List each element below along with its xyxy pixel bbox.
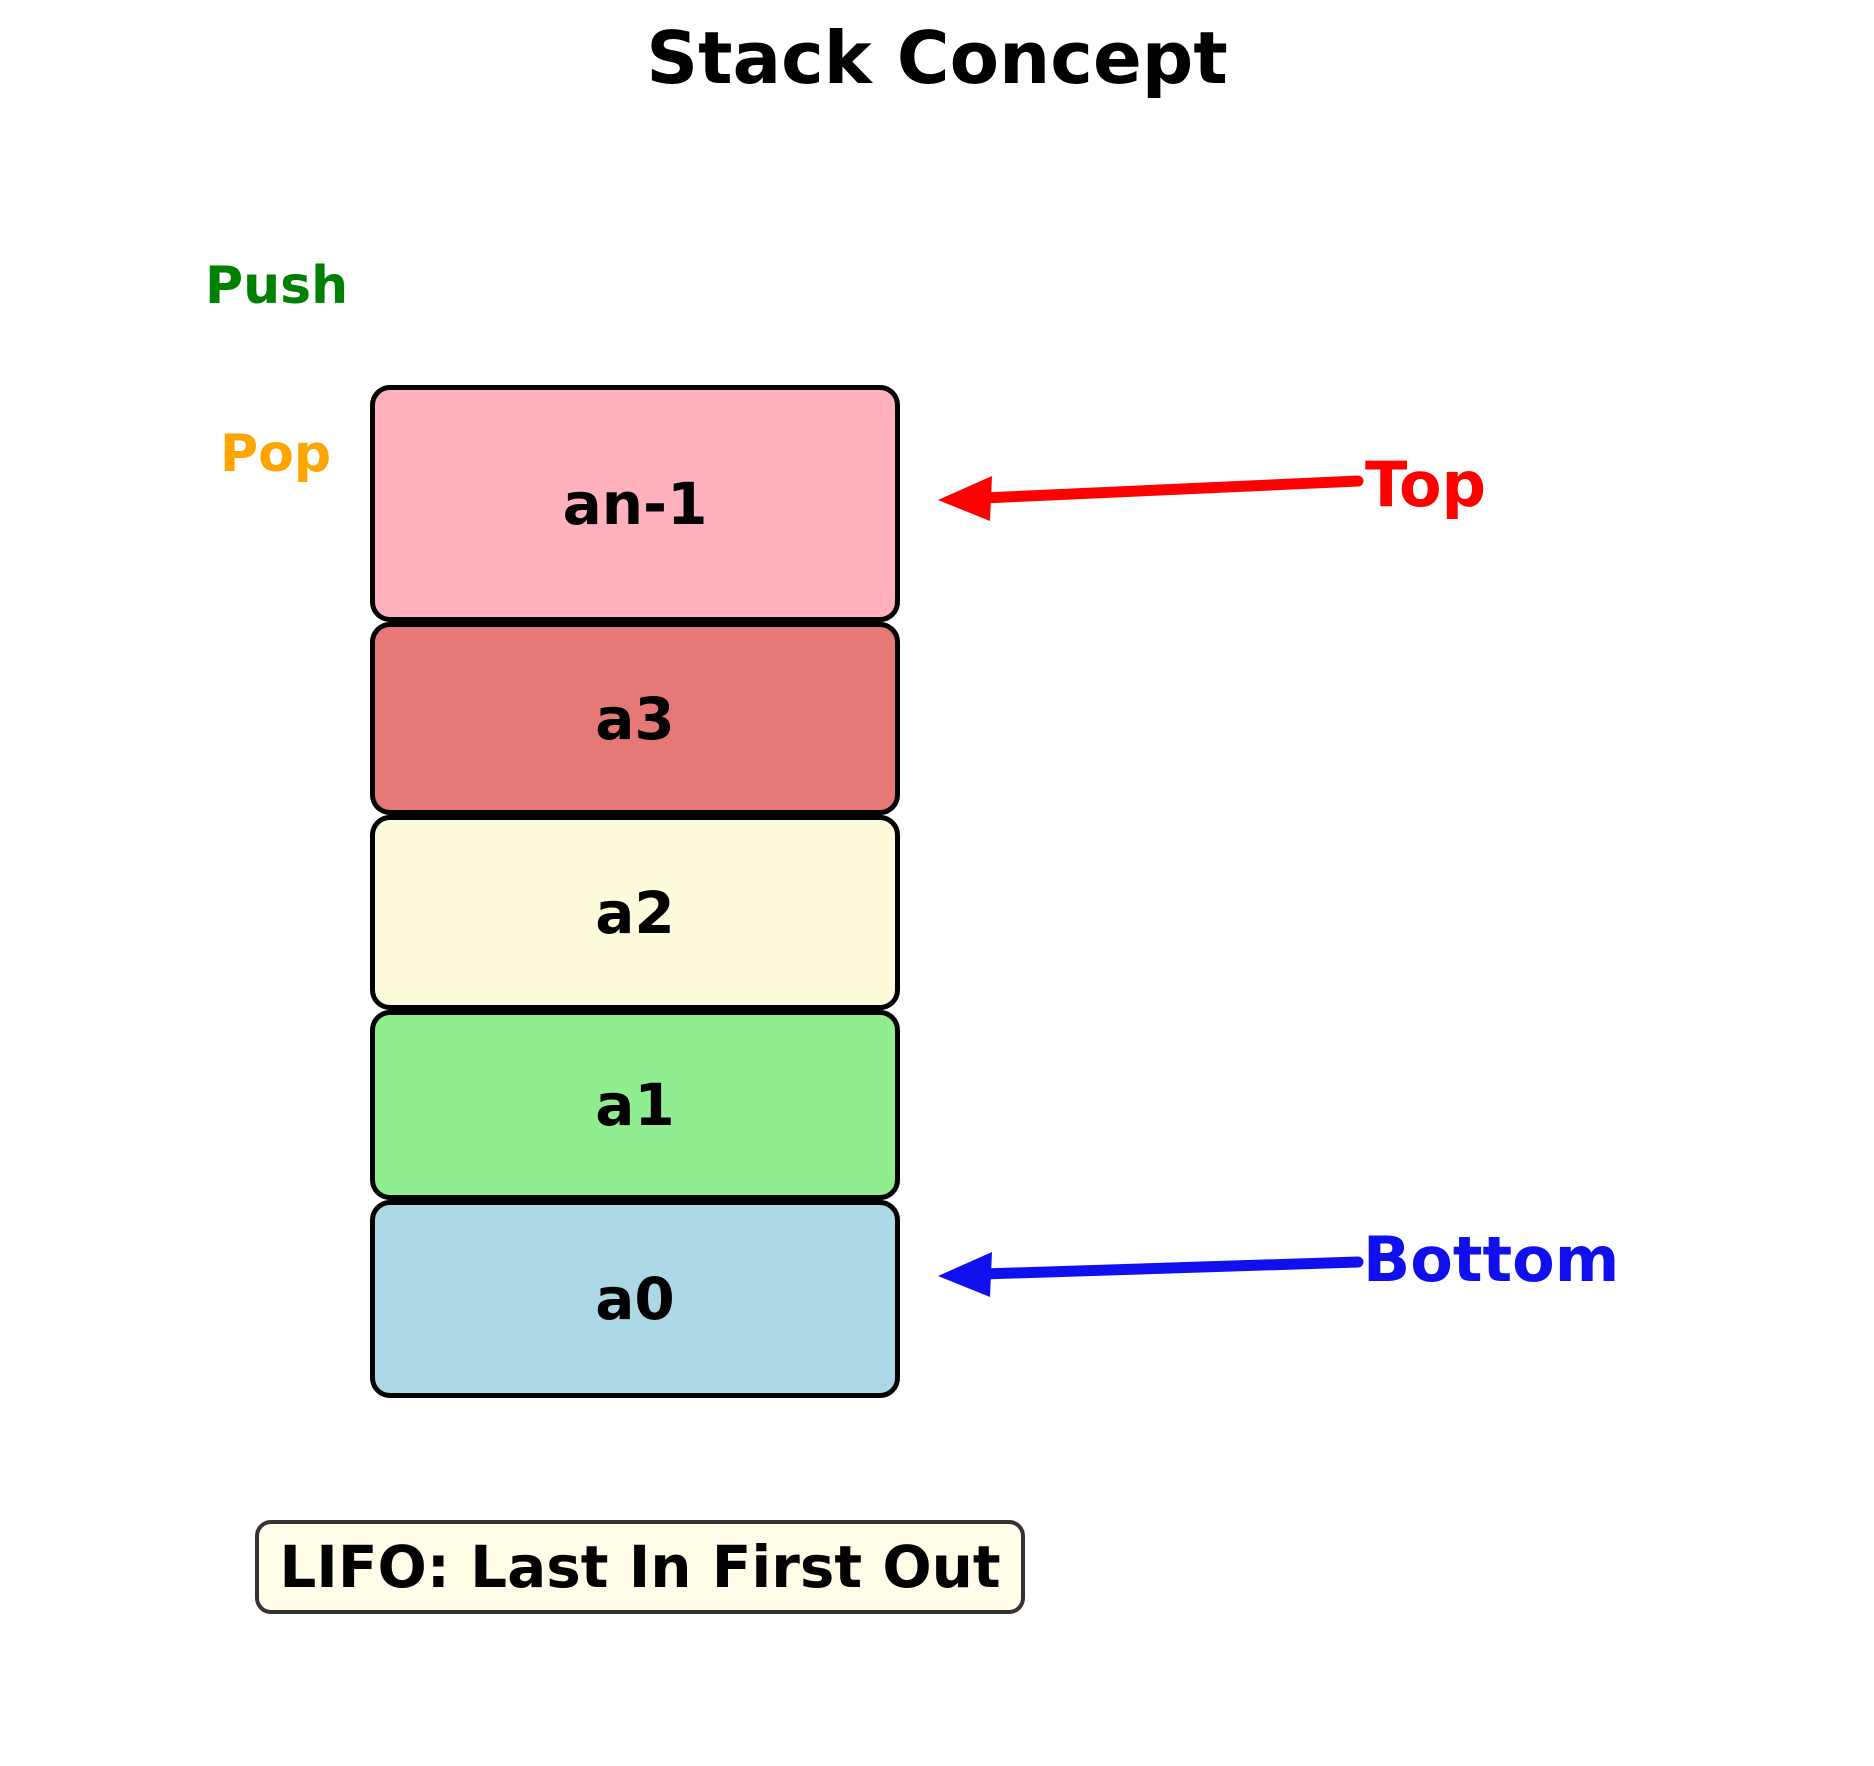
bottom-arrow-head [938, 1252, 992, 1297]
stack-item-a1: a1 [370, 1010, 900, 1200]
stack-item-a0: a0 [370, 1200, 900, 1398]
bottom-arrow-line [977, 1256, 1364, 1280]
top-pointer-label: Top [1365, 448, 1487, 521]
stack-item-a3: a3 [370, 622, 900, 815]
top-arrow-line [977, 475, 1364, 504]
top-arrow [938, 475, 1364, 521]
top-arrow-head [938, 476, 992, 521]
stack-item-label: a0 [595, 1265, 675, 1333]
diagram-title: Stack Concept [646, 16, 1228, 100]
pop-label: Pop [220, 424, 332, 484]
stack-item-label: a2 [595, 878, 675, 947]
push-label: Push [205, 256, 349, 316]
stack-container: an-1 a3 a2 a1 a0 [370, 385, 900, 1398]
stack-item-a2: a2 [370, 815, 900, 1010]
lifo-caption-box: LIFO: Last In First Out [255, 1520, 1025, 1614]
lifo-caption-text: LIFO: Last In First Out [279, 1533, 1001, 1601]
bottom-pointer-label: Bottom [1363, 1223, 1620, 1296]
stack-item-label: an-1 [562, 469, 708, 538]
stack-item-label: a1 [595, 1071, 675, 1139]
stack-item-label: a3 [595, 684, 675, 753]
stack-item-an-1: an-1 [370, 385, 900, 622]
bottom-arrow [938, 1252, 1364, 1297]
